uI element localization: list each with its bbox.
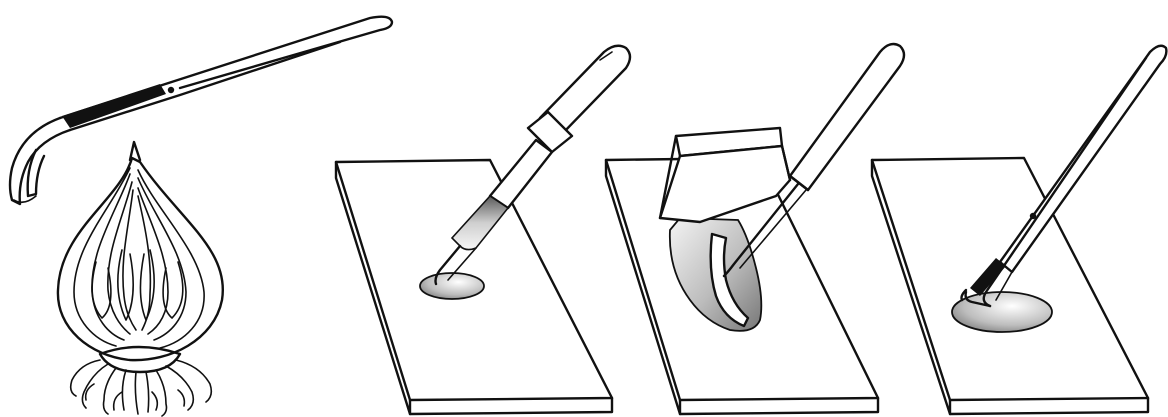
- tweezers-icon: [10, 17, 392, 204]
- onion-bulb-icon: [58, 142, 223, 416]
- slide-with-dropper: [336, 46, 630, 414]
- slide-with-tweezers: [872, 46, 1166, 414]
- slide-with-coverslip: [606, 44, 904, 414]
